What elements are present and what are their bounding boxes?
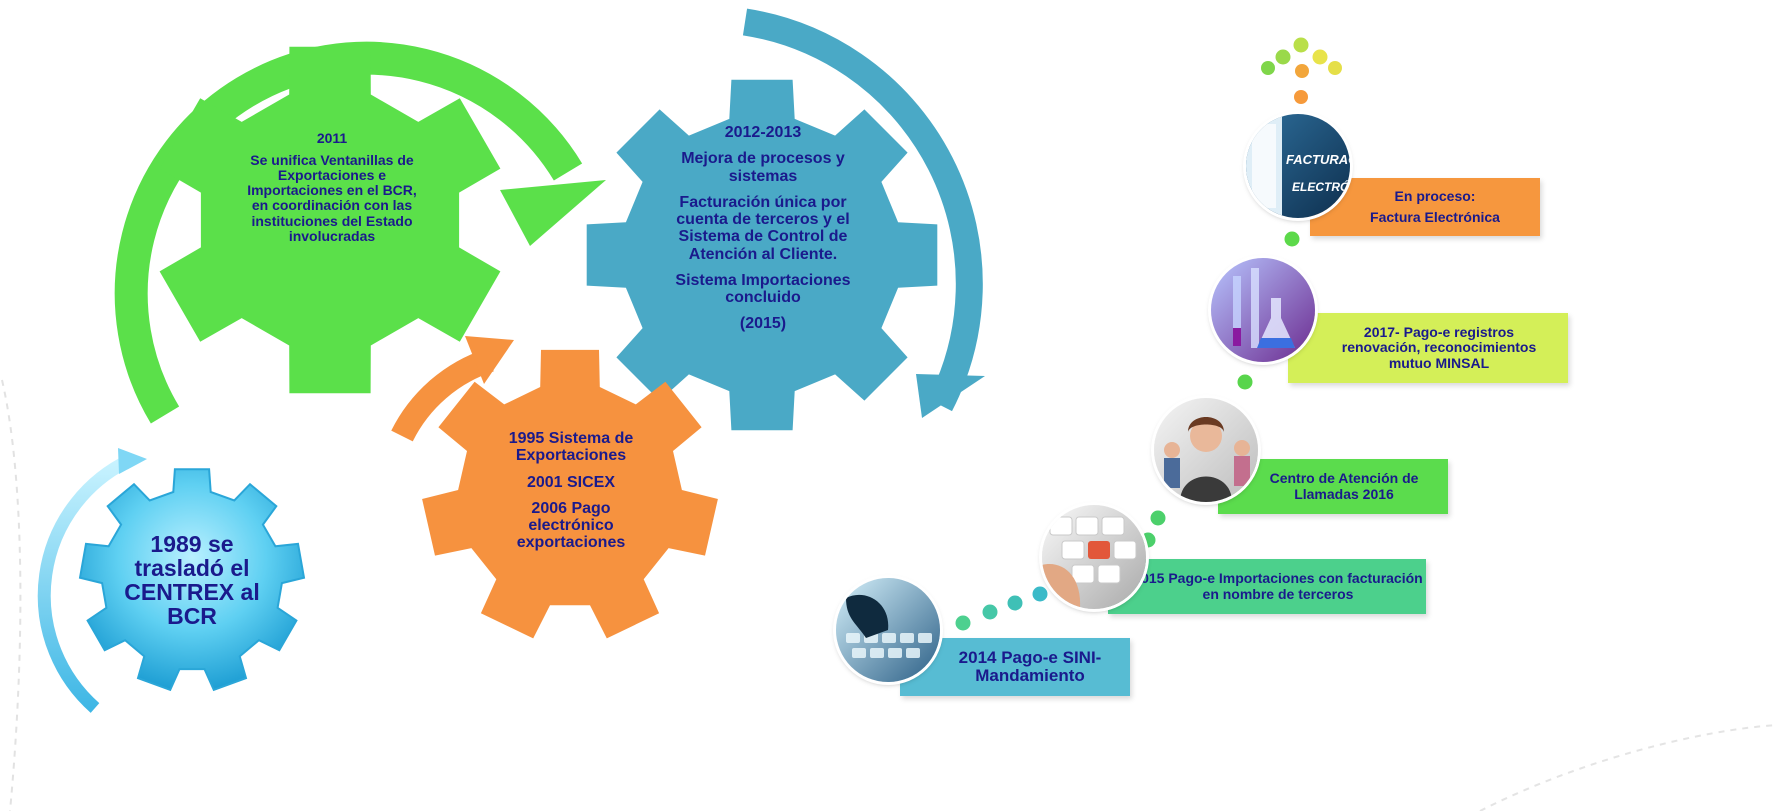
blue-gear-line4: (2015) xyxy=(739,315,787,333)
blue-gear-line2: Facturación única por cuenta de terceros… xyxy=(676,193,850,263)
green-arrowhead xyxy=(500,180,606,246)
cyan-gear-description: 1989 se trasladó el CENTREX al BCR xyxy=(124,531,260,630)
blue-gear-text: 2012-2013 Mejora de procesos y sistemas … xyxy=(654,124,872,342)
timeline-dot xyxy=(1328,61,1342,75)
timeline-dot xyxy=(1261,61,1275,75)
timeline-label-2016-text: Centro de Atención de Llamadas 2016 xyxy=(1269,470,1419,502)
orange-gear-line2: 2001 SICEX xyxy=(526,473,616,491)
pay-key-image xyxy=(1042,505,1146,609)
orange-arrowhead xyxy=(465,336,514,384)
timeline-label-2017-text: 2017- Pago-e registros renovación, recon… xyxy=(1341,324,1537,371)
blue-arrowhead xyxy=(916,374,985,418)
orange-gear-line3: 2006 Pago electrónico exportaciones xyxy=(516,499,626,552)
factura-electronica-icon: FACTURACIÓ ELECTRÓNIC xyxy=(1246,114,1350,218)
timeline-dot xyxy=(1295,64,1309,78)
lab-flasks-image xyxy=(1211,258,1315,362)
timeline-label-2017: 2017- Pago-e registros renovación, recon… xyxy=(1288,313,1568,383)
timeline-label-2014-text: 2014 Pago-e SINI-Mandamiento xyxy=(958,647,1102,685)
factura-image-text-1: FACTURACIÓ xyxy=(1286,152,1350,167)
green-gear-year: 2011 xyxy=(316,130,348,146)
call-center-image xyxy=(1154,398,1258,502)
factura-image-text-2: ELECTRÓNIC xyxy=(1292,179,1350,194)
decorative-dashed-curve xyxy=(1,379,22,811)
timeline-label-en-proceso-line1: En proceso: xyxy=(1394,187,1476,204)
timeline-label-2016: Centro de Atención de Llamadas 2016 xyxy=(1218,459,1448,514)
pay-key-icon xyxy=(1042,505,1146,609)
decorative-dashed-curve xyxy=(1479,724,1777,811)
green-gear-description: Se unifica Ventanillas de Exportaciones … xyxy=(247,152,417,244)
blue-gear-year: 2012-2013 xyxy=(724,124,802,141)
green-cycle-arrow xyxy=(114,41,583,424)
gear-cyan-1989 xyxy=(78,468,306,692)
timeline-label-en-proceso-line2: Factura Electrónica xyxy=(1370,209,1500,225)
call-center-icon xyxy=(1154,398,1258,502)
blue-gear-line1: Mejora de procesos y sistemas xyxy=(681,150,845,185)
timeline-dot xyxy=(1275,49,1291,65)
green-gear-text: 2011 Se unifica Ventanillas de Exportaci… xyxy=(238,130,426,253)
orange-gear-line1: 1995 Sistema de Exportaciones xyxy=(508,430,634,465)
timeline-dot xyxy=(1294,90,1308,104)
timeline-label-2015-text: 2015 Pago-e Importaciones con facturació… xyxy=(1133,570,1423,602)
gear-green-2011 xyxy=(159,46,501,394)
timeline-label-en-proceso: En proceso: Factura Electrónica xyxy=(1310,178,1540,236)
factura-electronica-image: FACTURACIÓ ELECTRÓNIC xyxy=(1246,114,1350,218)
timeline-dot xyxy=(1032,586,1048,602)
timeline-dot xyxy=(1312,49,1328,65)
timeline-dot xyxy=(1237,374,1253,390)
orange-gear-text: 1995 Sistema de Exportaciones 2001 SICEX… xyxy=(488,430,654,561)
timeline-dot xyxy=(1284,231,1300,247)
timeline-dot xyxy=(955,615,971,631)
timeline-label-2015: 2015 Pago-e Importaciones con facturació… xyxy=(1108,559,1426,614)
timeline-label-2014: 2014 Pago-e SINI-Mandamiento xyxy=(900,638,1130,696)
gear-blue-2012-2013 xyxy=(586,79,938,431)
timeline-dots xyxy=(955,37,1342,631)
lab-flasks-icon xyxy=(1211,258,1315,362)
gear-orange-1995 xyxy=(422,349,718,639)
timeline-dot xyxy=(1293,37,1309,53)
timeline-dot xyxy=(1150,510,1166,526)
blue-cycle-arrow xyxy=(742,8,983,412)
keyboard-hand-image xyxy=(836,578,940,682)
keyboard-hand-icon xyxy=(836,578,940,682)
cyan-arrowhead xyxy=(118,448,147,474)
timeline-dot xyxy=(1007,595,1023,611)
timeline-dot xyxy=(982,604,998,620)
cyan-gear-text: 1989 se trasladó el CENTREX al BCR xyxy=(122,532,262,638)
cyan-cycle-arrow xyxy=(37,454,133,713)
blue-gear-line3: Sistema Importaciones concluido xyxy=(675,271,851,307)
